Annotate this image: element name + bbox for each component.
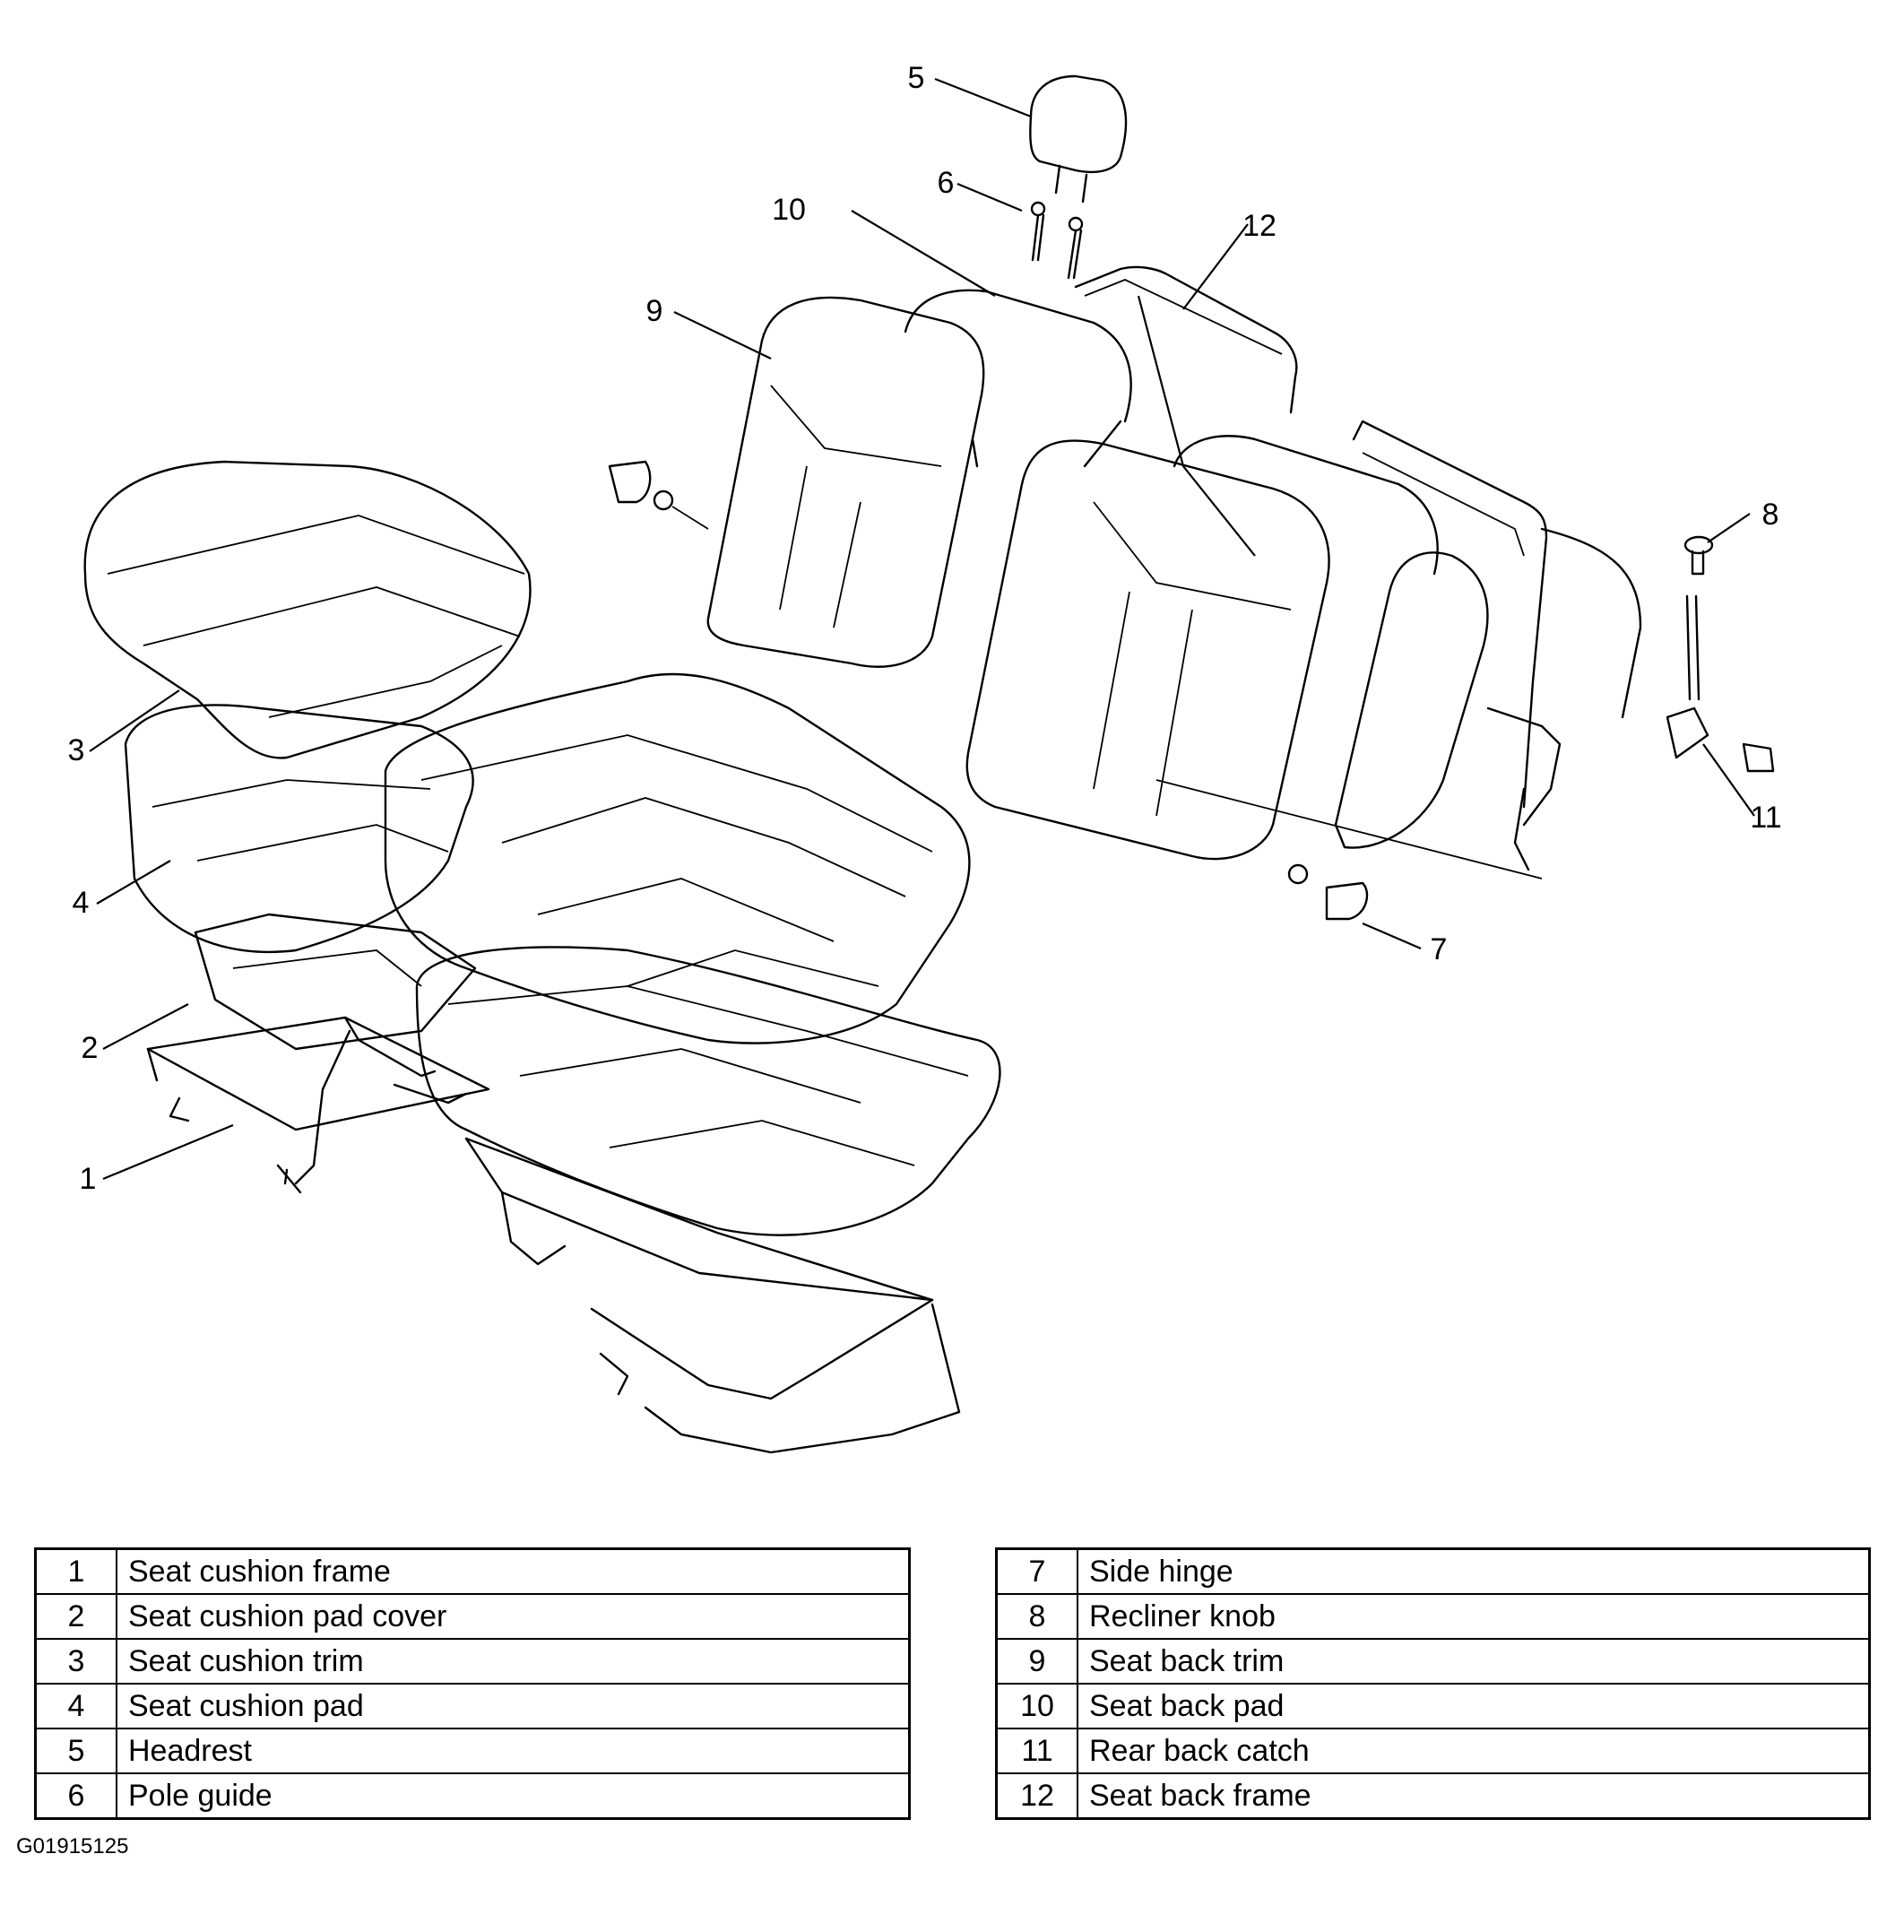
seat-cushion-pad-cover-drawing bbox=[194, 913, 477, 1051]
seat-back-pad-drawing bbox=[904, 289, 1132, 468]
callout-9: 9 bbox=[646, 294, 663, 328]
callout-11: 11 bbox=[1750, 801, 1781, 835]
callout-8: 8 bbox=[1762, 498, 1779, 532]
callout-5: 5 bbox=[908, 61, 925, 95]
left-hinge-drawing bbox=[608, 460, 709, 530]
part-number: 7 bbox=[995, 1547, 1078, 1595]
part-name: Seat cushion pad bbox=[116, 1683, 911, 1729]
part-name: Seat cushion trim bbox=[116, 1638, 911, 1685]
seat-cushion-pad-drawing bbox=[124, 704, 474, 954]
callout-6: 6 bbox=[938, 166, 955, 200]
callout-10: 10 bbox=[772, 193, 806, 227]
recliner-knob-drawing bbox=[1683, 535, 1714, 701]
part-name: Pole guide bbox=[116, 1772, 911, 1820]
callout-4: 4 bbox=[73, 886, 90, 920]
pole-guide-drawing bbox=[1030, 201, 1084, 280]
part-name: Rear back catch bbox=[1077, 1728, 1871, 1774]
part-name: Headrest bbox=[116, 1728, 911, 1774]
seat-back-frame-drawing bbox=[1074, 265, 1642, 879]
seat-cushion-trim-drawing bbox=[83, 460, 532, 759]
side-hinge-drawing bbox=[1287, 863, 1369, 921]
right-seat-back-drawing bbox=[965, 435, 1489, 861]
part-name: Seat back pad bbox=[1077, 1683, 1871, 1729]
main-seat-cushion-drawing bbox=[384, 672, 1001, 1236]
part-number: 3 bbox=[34, 1638, 117, 1685]
part-name: Side hinge bbox=[1077, 1547, 1871, 1595]
part-number: 5 bbox=[34, 1728, 117, 1774]
part-number: 10 bbox=[995, 1683, 1078, 1729]
callout-1: 1 bbox=[80, 1162, 97, 1196]
part-name: Seat cushion frame bbox=[116, 1547, 911, 1595]
exploded-seat-diagram: 5 6 10 12 9 8 11 7 3 4 2 1 bbox=[68, 61, 1782, 1454]
part-number: 2 bbox=[34, 1593, 117, 1640]
part-number: 1 bbox=[34, 1547, 117, 1595]
part-number: 12 bbox=[995, 1772, 1078, 1820]
callout-labels: 5 6 10 12 9 8 11 7 3 4 2 1 bbox=[68, 61, 1782, 1196]
callout-7: 7 bbox=[1431, 932, 1448, 966]
part-number: 11 bbox=[995, 1728, 1078, 1774]
part-name: Recliner knob bbox=[1077, 1593, 1871, 1640]
part-name: Seat back frame bbox=[1077, 1772, 1871, 1820]
seat-cushion-frame-drawing bbox=[146, 1016, 961, 1454]
part-number: 4 bbox=[34, 1683, 117, 1729]
callout-12: 12 bbox=[1242, 209, 1277, 243]
part-name: Seat back trim bbox=[1077, 1638, 1871, 1685]
rear-back-catch-drawing bbox=[1666, 706, 1775, 773]
callout-2: 2 bbox=[82, 1031, 99, 1065]
part-number: 6 bbox=[34, 1772, 117, 1820]
part-number: 8 bbox=[995, 1593, 1078, 1640]
leader-lines bbox=[89, 77, 1755, 1181]
figure-code: G01915125 bbox=[16, 1834, 129, 1858]
headrest-drawing bbox=[1029, 74, 1128, 204]
seat-back-trim-drawing bbox=[706, 296, 985, 668]
callout-3: 3 bbox=[68, 733, 85, 767]
part-number: 9 bbox=[995, 1638, 1078, 1685]
part-name: Seat cushion pad cover bbox=[116, 1593, 911, 1640]
